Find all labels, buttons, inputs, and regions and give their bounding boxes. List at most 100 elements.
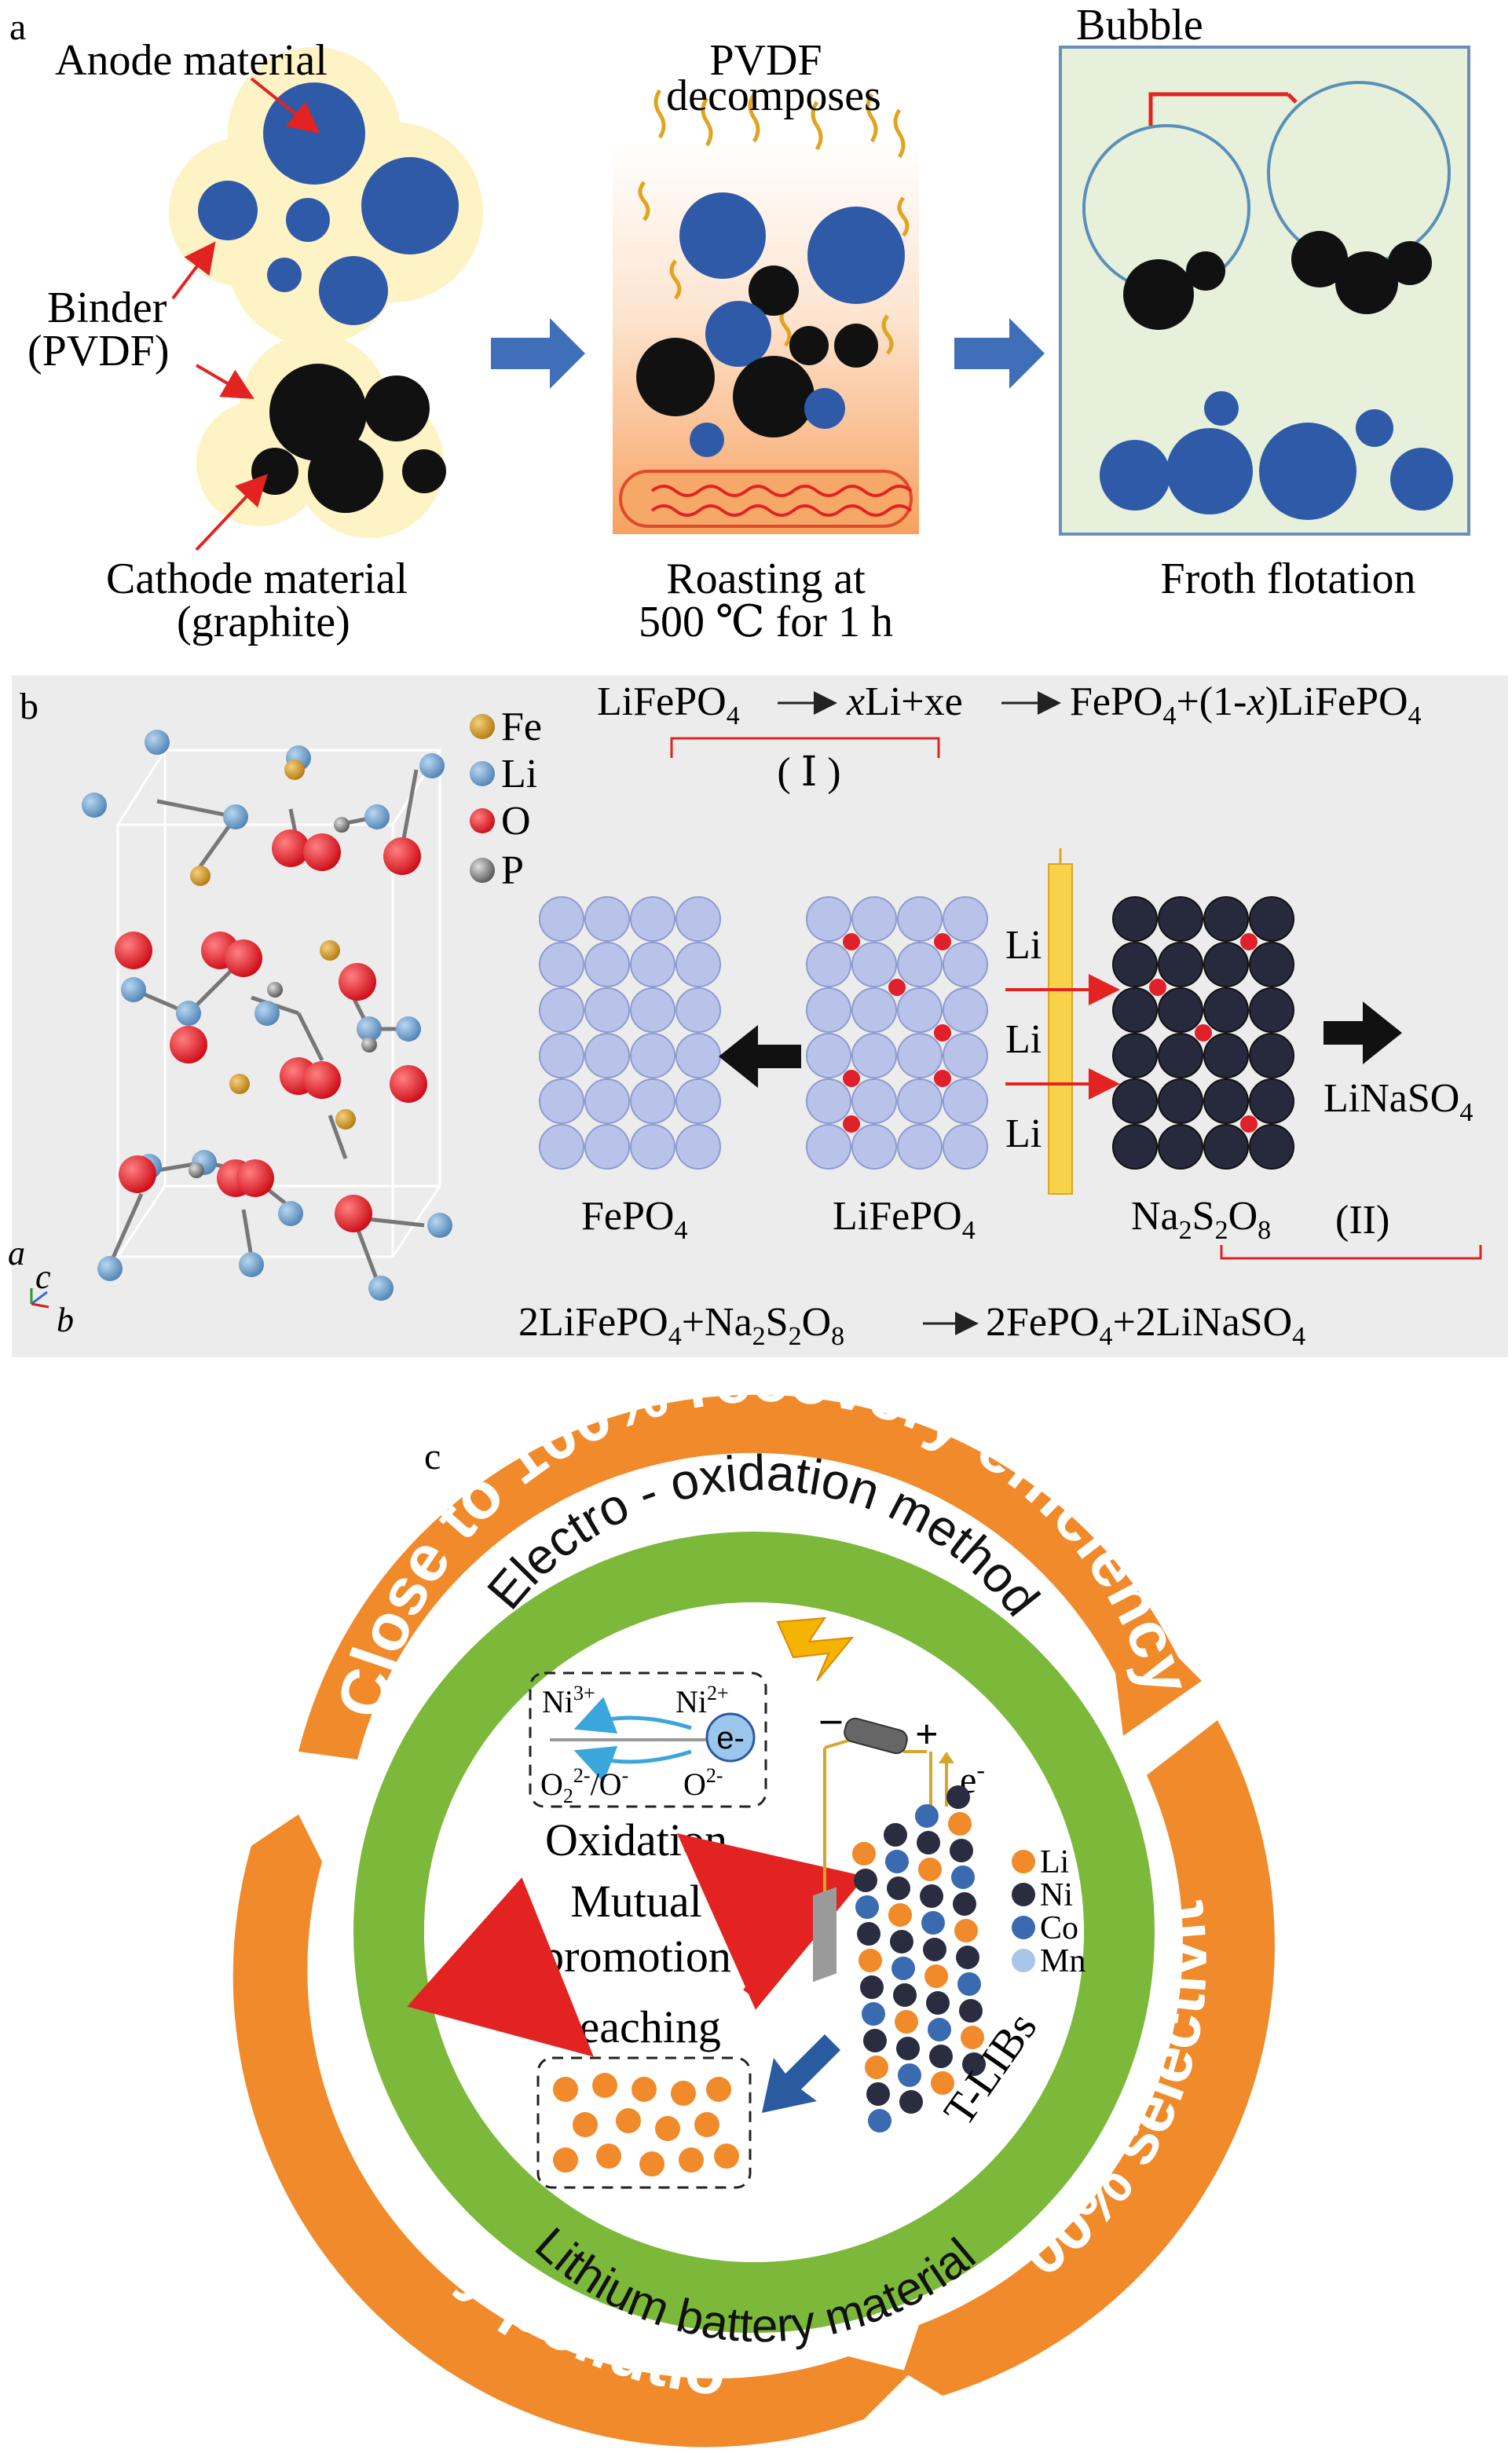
binder-pointer [171, 241, 216, 300]
binder-label: Binder [47, 284, 167, 332]
redox-box [529, 1671, 767, 1808]
inner-ring [353, 1532, 1155, 2333]
lightning-icon [776, 1616, 855, 1682]
equation-2: 2LiFePO4+Na2S2O8 [518, 1300, 844, 1351]
li-ion [1195, 1024, 1212, 1042]
battery-atom [954, 1919, 978, 1942]
axis-b-label: b [57, 1301, 74, 1339]
lattice-site [806, 1078, 851, 1124]
lattice-site [675, 987, 721, 1033]
legend-ni-c: Ni [1040, 1877, 1073, 1913]
li-ion [934, 933, 951, 950]
lattice-site [806, 1124, 851, 1170]
battery-atom [915, 1804, 939, 1828]
process-arrow-2 [954, 318, 1045, 389]
lattice-site [806, 942, 851, 987]
lattice-site [943, 1124, 988, 1170]
battery-atom [868, 2109, 891, 2133]
battery-atom [885, 1850, 909, 1873]
lattice-site [1249, 1033, 1294, 1078]
lattice-site [1158, 942, 1203, 987]
lattice-site [1112, 896, 1158, 942]
battery-atom [921, 1911, 945, 1935]
lattice-site [897, 942, 943, 987]
axis-c-label: c [35, 1258, 51, 1296]
panel-b: b [8, 675, 1508, 1357]
battery-atom [899, 2090, 923, 2114]
lattice-site [539, 942, 584, 987]
roasting-container [613, 89, 919, 534]
svg-text:xLi+xe: xLi+xe [846, 679, 963, 724]
legend-fe: Fe [501, 705, 542, 749]
lattice-site [1112, 1033, 1158, 1078]
lattice-site [1158, 1124, 1203, 1170]
roasting-temp-label: 500 ℃ for 1 h [639, 598, 893, 646]
lattice-site [1203, 896, 1249, 942]
lattice-site [584, 942, 630, 987]
lattice-site [1158, 1078, 1203, 1124]
promotion-label: promotion [541, 1931, 731, 1982]
battery-atom [865, 2056, 888, 2079]
equation-2-right: 2FePO4+2LiNaSO4 [986, 1300, 1305, 1351]
panel-a-label: a [9, 6, 26, 48]
battery-atom [920, 1884, 943, 1908]
binder-pvdf-label: (PVDF) [27, 327, 169, 375]
lattice-site [630, 942, 675, 987]
lattice-site [1203, 1078, 1249, 1124]
svg-text:LiFePO4: LiFePO4 [597, 679, 740, 730]
battery-atom [890, 1930, 913, 1953]
lattice-site [943, 1078, 988, 1124]
li-ion [1240, 933, 1258, 950]
lattice-site [584, 896, 630, 942]
battery-atom [917, 1831, 940, 1854]
battery-legend: Li Ni Co Mn [1012, 1844, 1085, 1979]
battery-atom [854, 1869, 877, 1892]
fepo4-lattice [539, 896, 721, 1170]
lattice-site [1158, 987, 1203, 1033]
right-black-arrow [1323, 1001, 1402, 1064]
lattice-site [1112, 942, 1158, 987]
battery-atom [855, 1895, 879, 1919]
electrode-assembly [813, 1717, 954, 1983]
legend-o-dot [470, 808, 495, 833]
battery-atom [862, 2002, 885, 2026]
lattice-site [851, 1033, 897, 1078]
lattice-site [1203, 987, 1249, 1033]
binder-pointer-2 [195, 364, 254, 400]
li-ion [843, 1115, 860, 1133]
lattice-site [897, 1078, 943, 1124]
lattice-site [675, 942, 721, 987]
left-black-arrow [719, 1025, 801, 1088]
lattice-site [943, 1033, 988, 1078]
axis-a-label: a [8, 1234, 25, 1272]
lattice-site [539, 1078, 584, 1124]
lattice-site [851, 987, 897, 1033]
legend-mn-c: Mn [1040, 1943, 1085, 1979]
battery-atom [928, 2018, 951, 2041]
lattice-site [630, 1124, 675, 1170]
lattice-site [539, 896, 584, 942]
atom-legend: Fe Li O P [470, 705, 542, 893]
cathode-pointer [195, 474, 268, 551]
lattice-site [1249, 1078, 1294, 1124]
battery-atom [926, 1991, 950, 2015]
svg-text:FePO4+(1-x)LiFePO4: FePO4+(1-x)LiFePO4 [1070, 679, 1422, 730]
battery-atom [957, 1972, 981, 1996]
legend-li-dot [470, 761, 495, 786]
battery-atom [962, 2052, 986, 2076]
lattice-site [630, 1033, 675, 1078]
fepo4-label: FePO4 [581, 1194, 687, 1245]
oxidation-label: Oxidation [545, 1814, 727, 1865]
svg-text:Ni3+: Ni3+ [542, 1682, 595, 1719]
minus-sign: – [820, 1697, 842, 1741]
lattice-site [675, 1124, 721, 1170]
legend-o: O [501, 799, 531, 844]
lattice-site [1112, 1124, 1158, 1170]
lattice-site [584, 1078, 630, 1124]
lattice-site [806, 896, 851, 942]
lattice-site [1249, 942, 1294, 987]
lattice-site [943, 942, 988, 987]
axis-indicator: a c b [8, 1234, 74, 1339]
svg-text:O2-: O2- [683, 1764, 723, 1802]
